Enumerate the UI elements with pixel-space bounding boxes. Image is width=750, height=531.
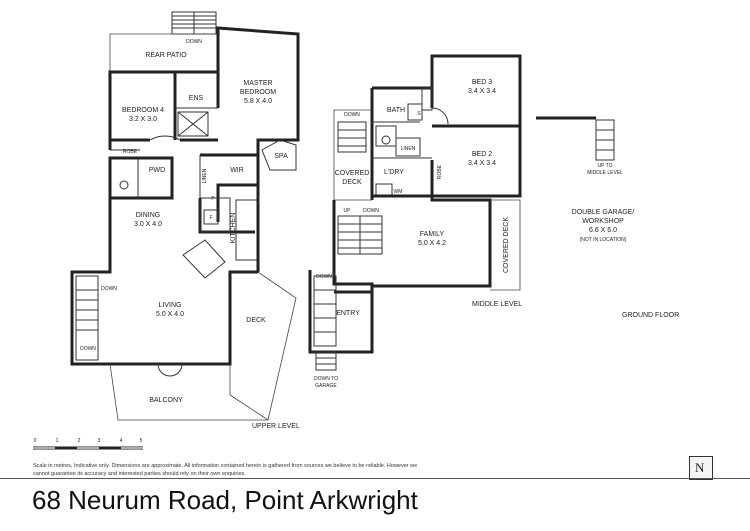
room-spa: SPA <box>274 153 288 160</box>
property-address: 68 Neurum Road, Point Arkwright <box>32 485 418 515</box>
stair-down-to-garage: DOWN TO <box>314 376 338 382</box>
balcony-outline <box>109 363 268 421</box>
room-linen-upper: LINEN <box>202 168 208 183</box>
deck-outline <box>229 271 297 421</box>
ground-floor-plan <box>536 116 646 297</box>
stair-up-to-middle-2: MIDDLE LEVEL <box>587 170 623 176</box>
kitchen-fridge: F <box>209 215 212 221</box>
scale-tick: 5 <box>140 438 143 444</box>
stair-up-to-middle: UP TO <box>597 163 612 169</box>
stair-down-mid-2: DOWN <box>363 208 379 214</box>
room-covered-deck-right: COVERED DECK <box>503 217 510 273</box>
room-garage: DOUBLE GARAGE/ <box>572 209 635 216</box>
middle-level-plan <box>308 54 522 371</box>
rear-patio-outline <box>109 33 220 72</box>
room-deck: DECK <box>246 317 266 324</box>
room-garage-2: WORKSHOP <box>582 218 624 225</box>
upper-level-plan <box>70 11 300 421</box>
room-entry: ENTRY <box>336 310 360 317</box>
stair-down-entry: DOWN <box>316 274 332 280</box>
room-rear-patio: REAR PATIO <box>145 52 187 59</box>
stair-down-patio: DOWN <box>186 39 202 45</box>
middle-stairs <box>337 215 383 255</box>
stair-down-upper-left-bottom: DOWN <box>80 346 96 352</box>
scale-tick: 0 <box>34 438 37 444</box>
entry-stairs <box>313 275 337 371</box>
upper-left-stairs <box>75 275 99 361</box>
room-bed3-dim: 3.4 X 3.4 <box>468 88 496 95</box>
bath-shower: S <box>417 111 421 117</box>
room-dining: DINING <box>136 212 161 219</box>
room-linen-mid: LINEN <box>401 146 416 152</box>
room-master-bedroom-2: BEDROOM <box>240 89 276 96</box>
room-ens: ENS <box>189 95 204 102</box>
ldry-wm: WM <box>394 189 403 195</box>
room-living: LIVING <box>159 302 182 309</box>
room-covered-deck-left-2: DECK <box>342 179 362 186</box>
mid-left-stairs <box>337 121 367 153</box>
room-master-dim: 5.8 X 4.0 <box>244 98 272 105</box>
master-bedroom-walls <box>216 26 300 155</box>
room-ldry: L'DRY <box>384 169 404 176</box>
room-garage-note: (NOT IN LOCATION) <box>580 237 627 243</box>
room-bath: BATH <box>387 107 405 114</box>
room-garage-dim: 6.6 X 6.0 <box>589 227 617 234</box>
room-bed2: BED 2 <box>472 151 492 158</box>
stair-down-upper-left: DOWN <box>101 286 117 292</box>
room-robe-upper: ROBE <box>123 149 138 155</box>
north-symbol: N <box>695 460 705 475</box>
rear-patio-stairs <box>171 11 217 35</box>
stair-down-to-garage-2: GARAGE <box>315 383 337 389</box>
stair-down-mid: DOWN <box>344 112 360 118</box>
room-balcony: BALCONY <box>149 397 183 404</box>
room-kitchen: KITCHEN <box>230 213 237 244</box>
room-living-dim: 5.0 X 4.0 <box>156 311 184 318</box>
level-middle: MIDDLE LEVEL <box>472 301 522 308</box>
scale-tick: 1 <box>56 438 59 444</box>
room-bedroom4-dim: 3.2 X 3.0 <box>129 116 157 123</box>
room-wir: WIR <box>230 167 244 174</box>
room-bed2-dim: 3.4 X 3.4 <box>468 160 496 167</box>
kitchen-pantry: P <box>211 196 215 202</box>
disclaimer-text: Scale in metres, Indicative only. Dimens… <box>33 463 418 477</box>
stair-up-mid: UP <box>344 208 352 214</box>
scale-tick: 4 <box>120 438 123 444</box>
room-bedroom4: BEDROOM 4 <box>122 107 164 114</box>
room-covered-deck-left: COVERED <box>335 170 370 177</box>
level-upper: UPPER LEVEL <box>252 423 300 430</box>
footer-divider <box>0 478 750 479</box>
room-family-dim: 5.0 X 4.2 <box>418 240 446 247</box>
room-bed3: BED 3 <box>472 79 492 86</box>
scale-tick: 3 <box>98 438 101 444</box>
room-family: FAMILY <box>420 231 445 238</box>
level-ground: GROUND FLOOR <box>622 312 679 319</box>
north-arrow-icon: N <box>689 456 713 480</box>
room-robe-bed2: ROBE <box>437 164 443 179</box>
room-pwd: PWD <box>149 167 165 174</box>
scale-tick: 2 <box>78 438 81 444</box>
covered-deck-right-outline <box>490 199 521 291</box>
upper-main-walls <box>108 70 218 150</box>
room-master-bedroom: MASTER <box>243 80 272 87</box>
room-dining-dim: 3.0 X 4.0 <box>134 221 162 228</box>
